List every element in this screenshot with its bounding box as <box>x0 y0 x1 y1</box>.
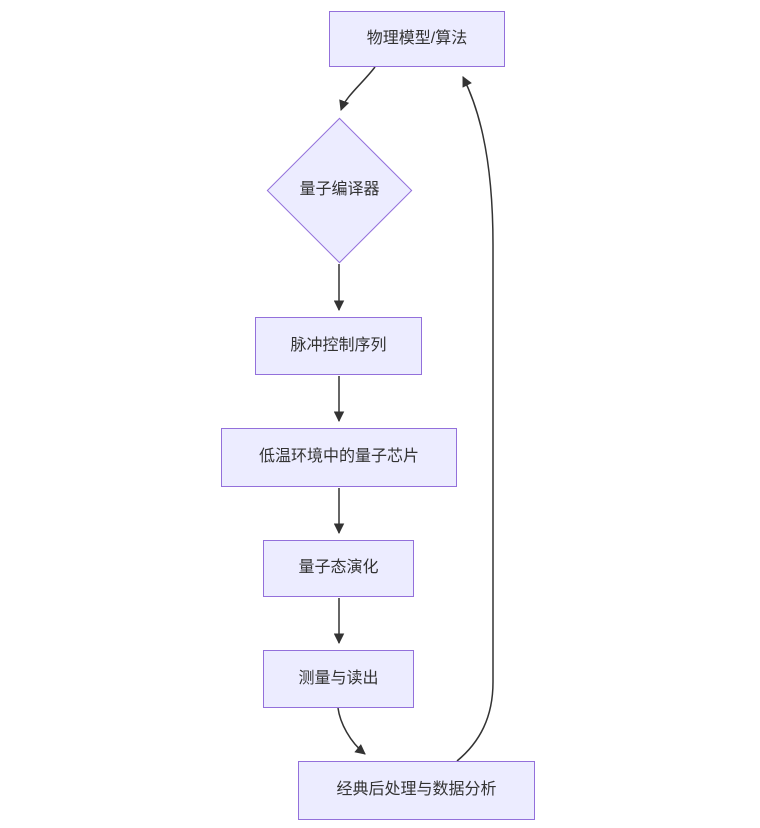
edge-postprocessing-to-model-feedback <box>456 76 494 762</box>
node-quantum-compiler: 量子编译器 <box>266 117 413 264</box>
edge-model-to-compiler <box>339 66 376 111</box>
node-classical-postprocessing: 经典后处理与数据分析 <box>298 761 535 820</box>
node-label: 脉冲控制序列 <box>290 336 387 354</box>
node-pulse-control-sequence: 脉冲控制序列 <box>255 317 422 375</box>
node-label: 量子编译器 <box>299 181 380 199</box>
node-label: 量子态演化 <box>298 559 379 577</box>
node-measurement-readout: 测量与读出 <box>263 650 414 708</box>
node-cryogenic-quantum-chip: 低温环境中的量子芯片 <box>221 428 457 487</box>
node-label: 物理模型/算法 <box>366 29 468 47</box>
node-label: 经典后处理与数据分析 <box>336 781 497 799</box>
node-quantum-state-evolution: 量子态演化 <box>263 540 414 597</box>
node-label: 低温环境中的量子芯片 <box>258 448 419 466</box>
edge-measurement-to-postprocessing <box>337 707 366 755</box>
node-label: 测量与读出 <box>298 669 379 687</box>
node-physical-model-algorithm: 物理模型/算法 <box>329 11 505 67</box>
